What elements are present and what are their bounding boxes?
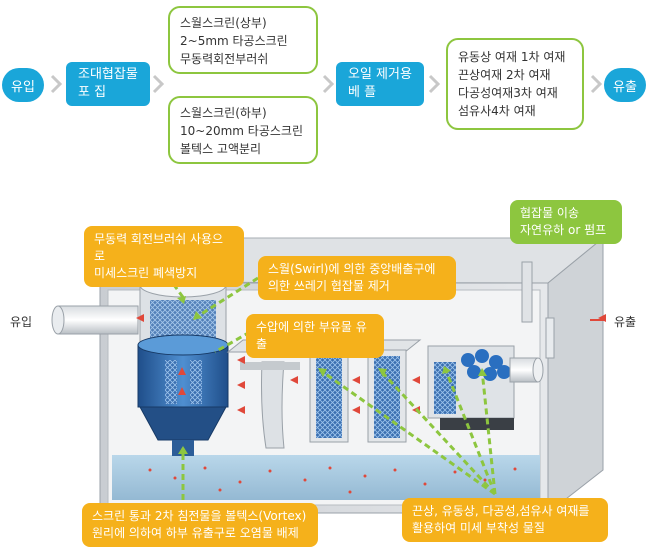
upper-screen-line3: 무동력회전부러쉬 xyxy=(180,52,269,66)
media-filter-1 xyxy=(309,349,349,443)
tank-right-wall xyxy=(547,236,604,515)
media-filter-3 xyxy=(427,345,515,430)
lower-screen-line2: 10~20mm 타공스크린 xyxy=(180,124,303,138)
callout-media-line1: 끈상, 유동상, 다공성,섬유사 여재를 xyxy=(412,504,590,518)
chevron-right-icon xyxy=(590,74,602,94)
flow-outlet: 유출 xyxy=(604,68,646,102)
flow-collect-line1: 조대협잡물 xyxy=(78,67,138,82)
flow-collect: 조대협잡물 포 집 xyxy=(66,62,150,106)
diagram-inlet-label: 유입 xyxy=(10,315,33,329)
callout-swirl: 스월(Swirl)에 의한 중앙배출구에 의한 쓰레기 협잡물 제거 xyxy=(258,256,456,300)
callout-pressure-line1: 수압에 의한 부유물 유출 xyxy=(256,320,367,351)
callout-brush-line2: 미세스크린 폐색방지 xyxy=(94,266,198,280)
lower-screen-box: 스월스크린(하부) 10~20mm 타공스크린 볼텍스 고액분리 xyxy=(168,96,318,164)
flow-oil-line2: 베 플 xyxy=(348,85,377,100)
flow-oil-removal: 오일 제거용 베 플 xyxy=(336,62,424,106)
inlet-pipe xyxy=(57,305,139,335)
tank-floor xyxy=(112,455,540,500)
callout-brush: 무동력 회전브러쉬 사용으로 미세스크린 폐색방지 xyxy=(84,226,244,287)
upper-screen-box: 스월스크린(상부) 2~5mm 타공스크린 무동력회전부러쉬 xyxy=(168,6,318,74)
lower-screen-line1: 스월스크린(하부) xyxy=(180,106,267,120)
chevron-right-icon xyxy=(152,74,164,94)
media-line4: 섬유사4차 여재 xyxy=(458,104,536,118)
leader-arrowheads xyxy=(177,296,487,454)
media-line3: 다공성여재3차 여재 xyxy=(458,86,558,100)
media-line2: 끈상여재 2차 여재 xyxy=(458,68,551,82)
sediment-dots xyxy=(148,466,517,494)
media-line1: 유동상 여재 1차 여재 xyxy=(458,50,566,64)
callout-pressure: 수압에 의한 부유물 유출 xyxy=(246,314,384,358)
callout-vortex-line1: 스크린 통과 2차 침전물을 볼텍스(Vortex) xyxy=(92,509,307,523)
callout-swirl-line2: 의한 쓰레기 협잡물 제거 xyxy=(268,279,390,293)
media-box: 유동상 여재 1차 여재 끈상여재 2차 여재 다공성여재3차 여재 섬유사4차… xyxy=(446,38,584,130)
flow-collect-line2: 포 집 xyxy=(78,85,107,100)
upper-screen-line2: 2~5mm 타공스크린 xyxy=(180,34,288,48)
callout-swirl-line1: 스월(Swirl)에 의한 중앙배출구에 xyxy=(268,262,436,276)
lower-screen-line3: 볼텍스 고액분리 xyxy=(180,142,262,156)
leader-lines xyxy=(148,251,497,500)
upper-screen-line1: 스월스크린(상부) xyxy=(180,16,267,30)
outlet-pipe xyxy=(509,357,539,383)
callout-media: 끈상, 유동상, 다공성,섬유사 여재를 활용하여 미세 부착성 물질 xyxy=(402,498,608,542)
chevron-right-icon xyxy=(50,74,62,94)
diagram-outlet-label: 유출 xyxy=(614,315,637,329)
callout-transfer: 협잡물 이송 자연유하 or 펌프 xyxy=(510,200,622,244)
chevron-right-icon xyxy=(428,74,440,94)
treatment-tank-diagram xyxy=(51,236,606,515)
callout-vortex-line2: 원리에 의하여 하부 유출구로 오염물 배제 xyxy=(92,526,299,540)
callout-transfer-line1: 협잡물 이송 xyxy=(520,206,580,220)
callout-media-line2: 활용하여 미세 부착성 물질 xyxy=(412,521,545,535)
callout-transfer-line2: 자연유하 or 펌프 xyxy=(520,223,607,237)
chevron-right-icon xyxy=(322,74,334,94)
flow-oil-line1: 오일 제거용 xyxy=(348,67,412,82)
callout-brush-line1: 무동력 회전브러쉬 사용으로 xyxy=(94,232,224,263)
callout-vortex: 스크린 통과 2차 침전물을 볼텍스(Vortex) 원리에 의하여 하부 유출… xyxy=(82,503,318,547)
flow-inlet: 유입 xyxy=(2,68,44,102)
